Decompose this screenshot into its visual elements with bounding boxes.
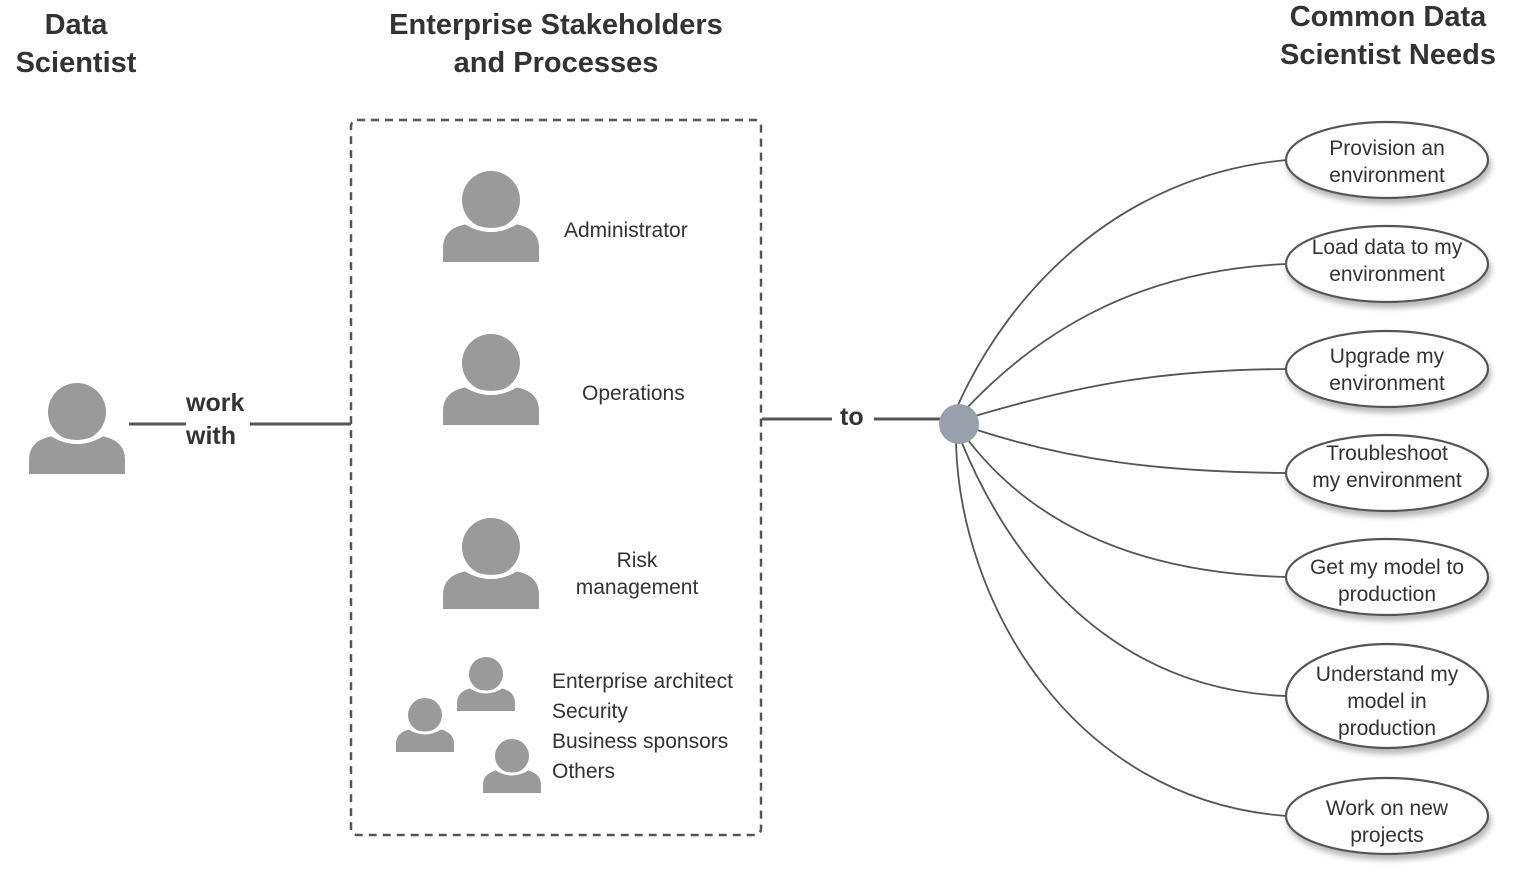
need-ellipse-1 [1284, 120, 1490, 200]
curve-need-4 [976, 429, 1288, 474]
need-2-line-1: Load data to my [1311, 236, 1463, 259]
need-5-line-2: production [1337, 583, 1437, 606]
risk-management-line-2: management [575, 576, 699, 599]
hub-node [939, 404, 979, 444]
need-2-line-2: environment [1329, 263, 1445, 286]
work-with-label: work with [186, 387, 244, 453]
operations-person-icon [443, 334, 539, 425]
risk-management-label: Risk management [560, 547, 714, 601]
heading-needs-line-2: Scientist Needs [1280, 39, 1496, 71]
hub-curves [955, 159, 1288, 817]
operations-label: Operations [582, 382, 685, 405]
heading-stakeholders-line-1: Enterprise Stakeholders [389, 9, 723, 41]
need-5-line-1: Get my model to [1309, 556, 1465, 579]
need-troubleshoot: Troubleshoot my environment [1287, 440, 1487, 494]
need-4-line-2: my environment [1312, 469, 1462, 492]
need-6-line-3: production [1337, 717, 1437, 740]
risk-management-line-1: Risk [616, 549, 658, 572]
need-ellipse-4 [1284, 433, 1490, 513]
curve-need-6 [961, 442, 1288, 697]
other-stakeholder-item: Business sponsors [552, 730, 729, 753]
need-provision-environment: Provision an environment [1287, 135, 1487, 189]
other-stakeholder-item: Enterprise architect [552, 670, 733, 693]
heading-needs: Common Data Scientist Needs [1263, 0, 1513, 74]
administrator-person-icon [443, 171, 539, 262]
need-ellipse-6 [1284, 642, 1490, 750]
work-with-line-2: with [186, 422, 236, 450]
group-person-icon-top [457, 657, 515, 711]
need-model-to-production: Get my model to production [1287, 554, 1487, 608]
risk-management-person-icon [443, 518, 539, 609]
administrator-label: Administrator [564, 219, 688, 242]
need-ellipse-5 [1284, 537, 1490, 617]
stakeholders-box [349, 118, 763, 837]
heading-needs-line-1: Common Data [1289, 1, 1487, 33]
need-ellipses [1284, 120, 1490, 856]
need-3-line-2: environment [1329, 372, 1445, 395]
curve-need-7 [955, 442, 1288, 817]
need-3-line-1: Upgrade my [1329, 345, 1445, 368]
need-1-line-1: Provision an [1329, 137, 1445, 160]
curve-need-1 [957, 159, 1288, 406]
need-load-data: Load data to my environment [1287, 234, 1487, 288]
need-4-line-1: Troubleshoot [1326, 442, 1448, 465]
need-6-line-2: model in [1347, 690, 1427, 713]
curve-need-5 [967, 439, 1288, 578]
need-7-line-2: projects [1350, 824, 1424, 847]
curve-need-2 [964, 263, 1288, 411]
group-person-icon-bottom [483, 739, 541, 793]
other-stakeholder-item: Security [552, 700, 628, 723]
work-with-line-1: work [186, 389, 245, 417]
need-ellipse-3 [1284, 329, 1490, 409]
other-stakeholder-item: Others [552, 760, 616, 783]
need-ellipse-2 [1284, 224, 1490, 304]
data-scientist-person-icon [29, 383, 125, 474]
heading-stakeholders: Enterprise Stakeholders and Processes [356, 6, 756, 82]
need-6-line-1: Understand my [1315, 663, 1459, 686]
heading-data-scientist-line-1: Data [44, 9, 108, 41]
need-understand-model: Understand my model in production [1287, 661, 1487, 742]
other-stakeholders-list: Enterprise architect Security Business s… [552, 667, 733, 787]
heading-stakeholders-line-2: and Processes [453, 47, 659, 79]
group-person-icon-left [396, 698, 454, 752]
curve-need-3 [974, 368, 1288, 417]
need-new-projects: Work on new projects [1287, 795, 1487, 849]
need-7-line-1: Work on new [1325, 797, 1449, 820]
heading-data-scientist-line-2: Scientist [15, 47, 137, 79]
need-upgrade-environment: Upgrade my environment [1287, 343, 1487, 397]
need-ellipse-7 [1284, 776, 1490, 856]
to-label: to [840, 403, 864, 431]
heading-data-scientist: Data Scientist [0, 6, 152, 82]
need-1-line-2: environment [1329, 164, 1445, 187]
